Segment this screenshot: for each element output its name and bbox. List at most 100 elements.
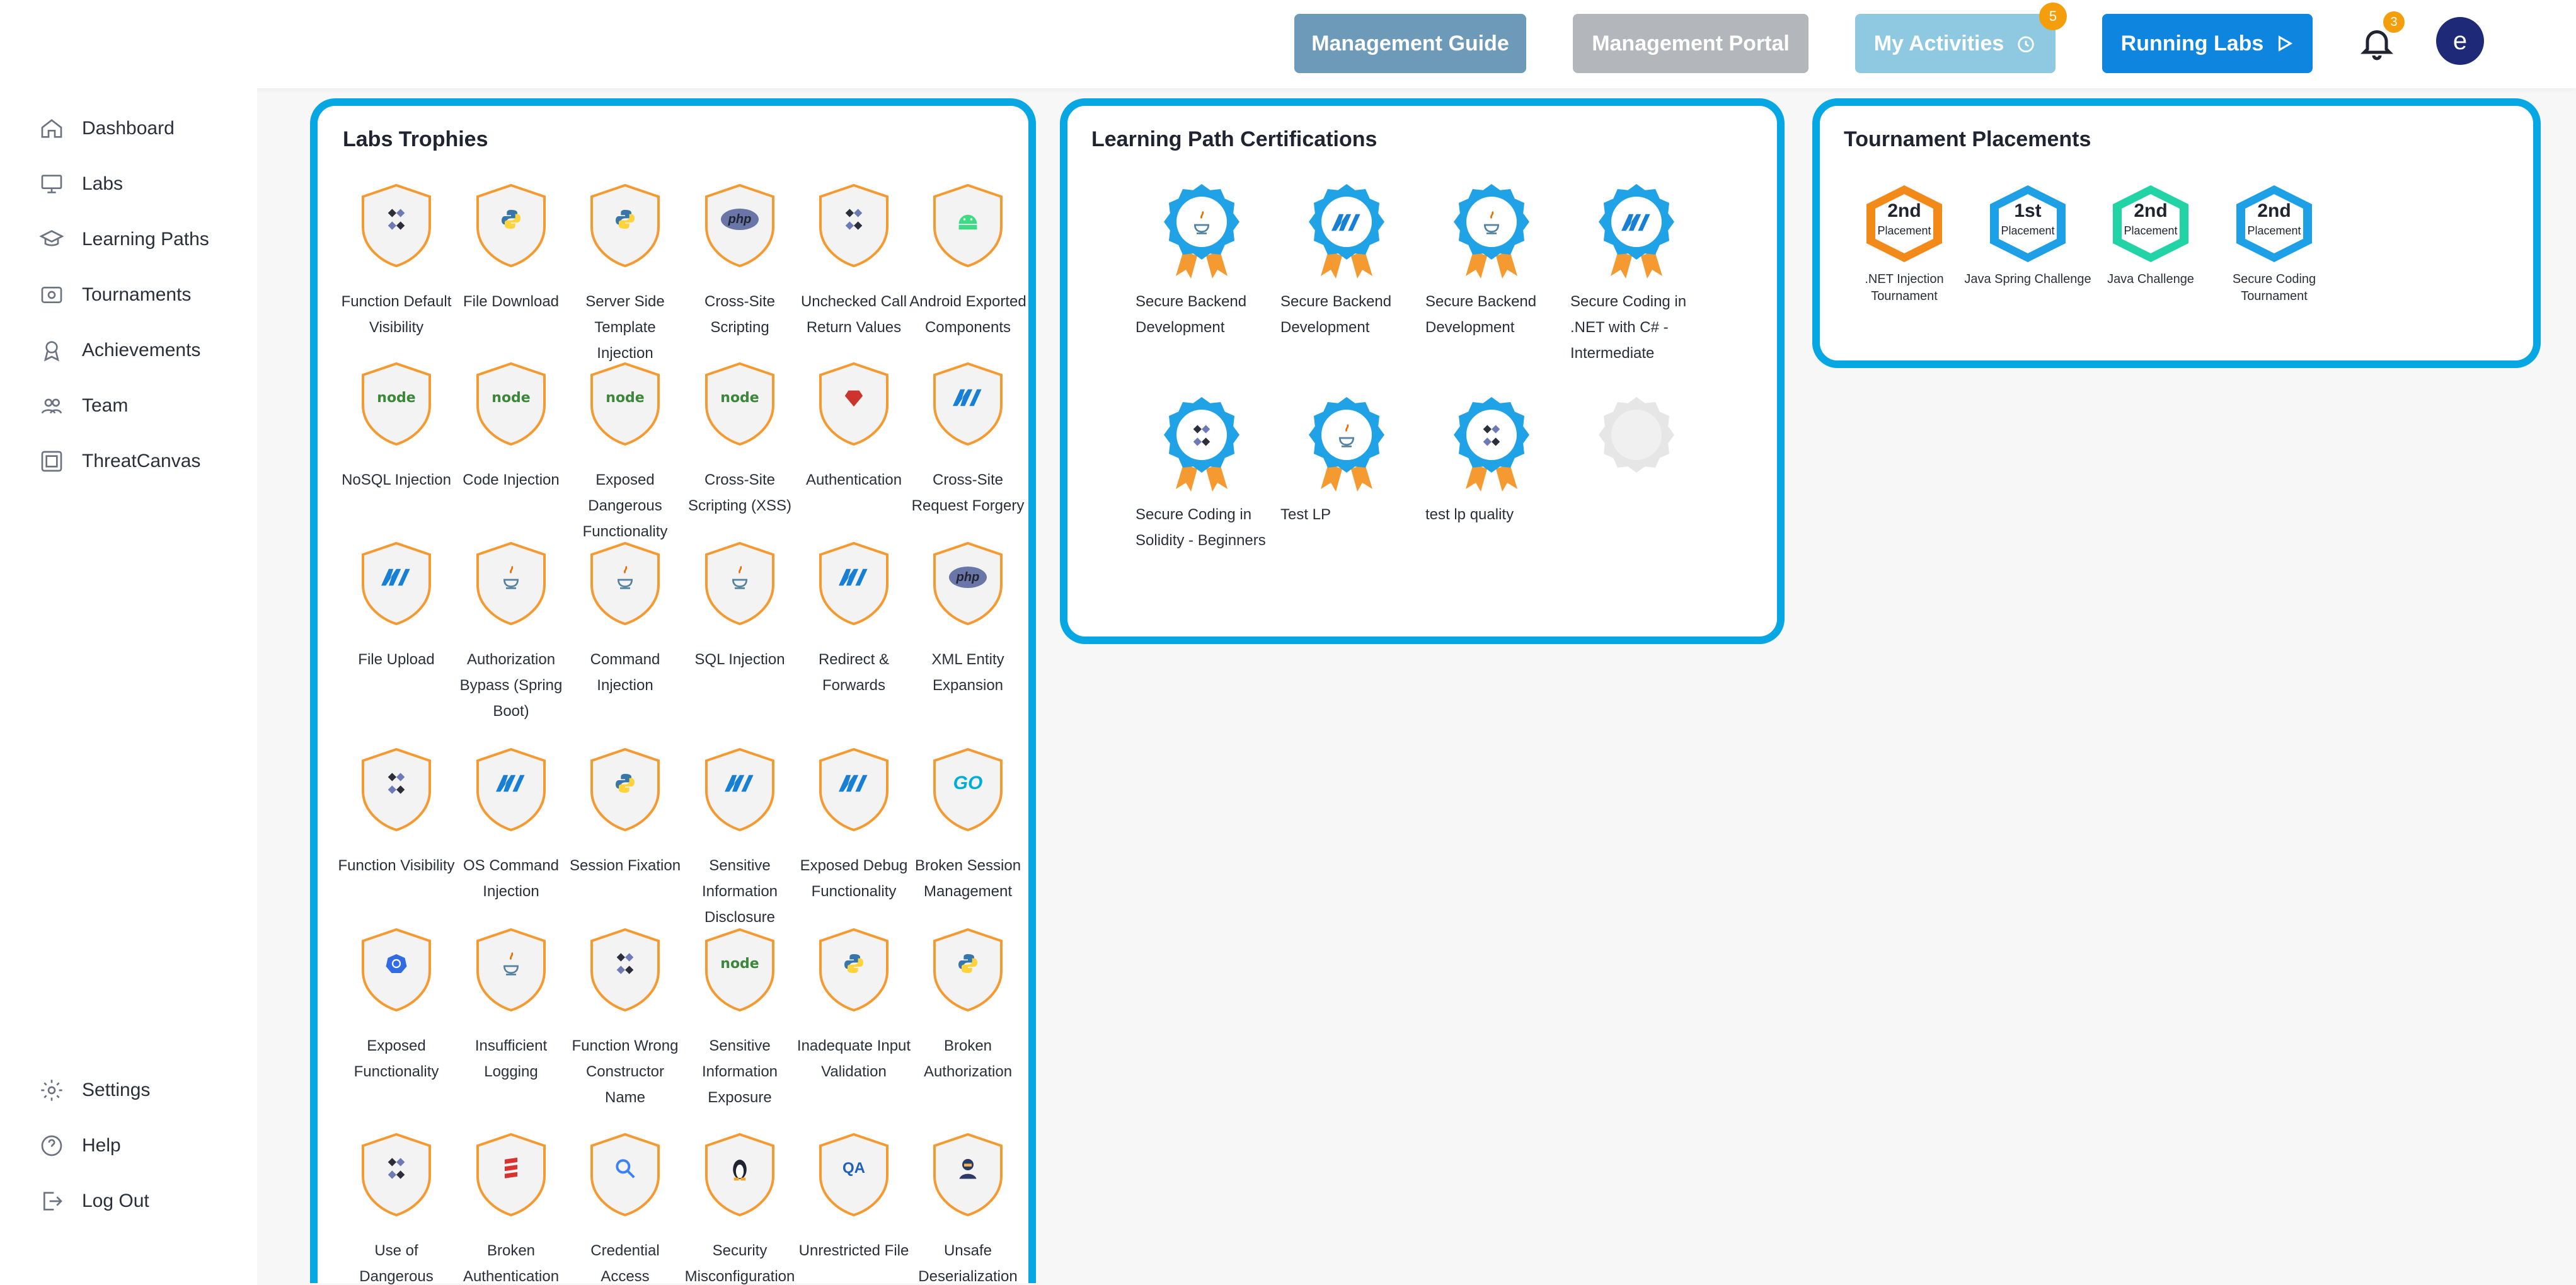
help-icon <box>41 1135 62 1156</box>
python-logo-icon <box>606 769 644 797</box>
trophy-shield-icon <box>588 927 662 1013</box>
tournament-label: .NET Injection Tournament <box>1865 272 1944 303</box>
trophy-label: Code Injection <box>463 471 560 488</box>
placement-rank: 2nd <box>1887 200 1921 221</box>
certification-label: Test LP <box>1280 506 1331 523</box>
logout-icon <box>43 1192 62 1211</box>
management-guide-button[interactable]: Management Guide <box>1294 14 1526 73</box>
management-portal-button[interactable]: Management Portal <box>1573 14 1808 73</box>
placement-rank: 1st <box>2014 200 2042 221</box>
solidity-logo-icon <box>377 1155 415 1182</box>
kubernetes-logo-icon <box>377 950 415 977</box>
sidebar-item-dashboard[interactable]: Dashboard <box>39 110 175 147</box>
trophy-shield-icon <box>817 747 891 833</box>
sidebar-item-settings[interactable]: Settings <box>39 1071 150 1109</box>
trophy-label: Broken Authentication <box>463 1242 560 1285</box>
trophy-label: Function Wrong Constructor Name <box>572 1037 679 1106</box>
solidity-logo-icon <box>1473 420 1510 451</box>
sidebar-item-help[interactable]: Help <box>39 1127 121 1165</box>
learning-paths-panel: Learning Path Certifications Secure Back… <box>1060 98 1785 644</box>
trophy-label: Server Side Template Injection <box>585 293 665 362</box>
scala-logo-icon <box>492 1155 530 1182</box>
node-logo-icon: node <box>377 389 416 406</box>
running-labs-button[interactable]: Running Labs <box>2102 14 2313 73</box>
trophy-shield-icon: node <box>588 361 662 447</box>
placement-rank: 2nd <box>2257 200 2291 221</box>
dotnet-logo-icon <box>377 563 415 591</box>
certification-label: Secure Backend Development <box>1425 293 1537 336</box>
certification-label: Secure Backend Development <box>1280 293 1392 336</box>
trophy-shield-icon <box>359 183 434 268</box>
sidebar-item-achievements[interactable]: Achievements <box>39 331 200 369</box>
trophy-shield-icon <box>359 541 434 626</box>
certification-medal-icon <box>1448 395 1535 493</box>
trophy-label: SQL Injection <box>694 651 785 668</box>
trophy-shield-icon: node <box>703 927 777 1013</box>
php-logo-icon: php <box>721 205 759 233</box>
trophy-label: Unrestricted File <box>798 1242 909 1259</box>
trophy-shield-icon: QA <box>817 1132 891 1218</box>
monitor-icon <box>41 175 62 193</box>
team-icon <box>41 398 62 414</box>
placement-caption: Placement <box>2247 224 2301 237</box>
my-activities-button[interactable]: My Activities <box>1855 14 2056 73</box>
trophy-shield-icon <box>817 361 891 447</box>
certification-medal-icon <box>1593 182 1680 280</box>
java-logo-icon <box>1183 207 1221 238</box>
python-logo-icon <box>606 205 644 233</box>
trophy-shield-icon <box>588 183 662 268</box>
trophy-label: File Upload <box>358 651 435 668</box>
sidebar-item-logout[interactable]: Log Out <box>39 1182 149 1220</box>
placement-caption: Placement <box>2124 224 2178 237</box>
learning-paths-title: Learning Path Certifications <box>1091 127 1377 151</box>
trophy-label: OS Command Injection <box>463 857 560 900</box>
sidebar-item-learning-paths[interactable]: Learning Paths <box>39 221 209 258</box>
trophy-shield-icon <box>474 541 548 626</box>
solidity-logo-icon <box>606 950 644 977</box>
trophy-label: XML Entity Expansion <box>931 651 1004 694</box>
trophy-label: Sensitive Information Disclosure <box>701 857 778 926</box>
trophy-shield-icon <box>931 927 1005 1013</box>
certification-medal-icon <box>1158 182 1245 280</box>
trophy-label: Function Default Visibility <box>341 293 452 336</box>
trophy-shield-icon <box>817 183 891 268</box>
avatar[interactable]: e <box>2436 17 2484 65</box>
node-logo-icon: node <box>606 389 645 406</box>
bell-icon[interactable] <box>2358 24 2396 62</box>
solidity-logo-icon <box>377 205 415 233</box>
award-icon <box>44 341 59 362</box>
trophy-shield-icon: GO <box>931 747 1005 833</box>
trophy-label: Command Injection <box>590 651 660 694</box>
timer-icon <box>2018 36 2035 53</box>
trophy-label: Exposed Functionality <box>354 1037 439 1080</box>
trophy-shield-icon: node <box>703 361 777 447</box>
tournament-label: Java Spring Challenge <box>1964 272 2091 286</box>
certification-label: test lp quality <box>1425 506 1514 523</box>
trophy-label: Use of Dangerous <box>359 1242 434 1285</box>
certification-label: Secure Coding in Solidity - Beginners <box>1136 506 1266 549</box>
hacker-logo-icon <box>949 1155 987 1182</box>
certification-medal-icon <box>1303 395 1390 493</box>
linux-logo-icon <box>721 1155 759 1182</box>
python-logo-icon <box>949 950 987 977</box>
sidebar-item-threatcanvas[interactable]: ThreatCanvas <box>39 442 200 480</box>
trophy-shield-icon <box>359 1132 434 1218</box>
go-logo-icon: GO <box>953 773 983 793</box>
php-logo-icon: php <box>949 563 987 591</box>
python-logo-icon <box>492 205 530 233</box>
sidebar-item-labs[interactable]: Labs <box>39 165 123 203</box>
trophy-label: Broken Authorization <box>923 1037 1013 1080</box>
trophy-label: NoSQL Injection <box>342 471 451 488</box>
dotnet-logo-icon <box>835 563 873 591</box>
sidebar-item-team[interactable]: Team <box>39 387 128 425</box>
java-logo-icon <box>492 950 530 977</box>
trophy-shield-icon <box>817 541 891 626</box>
sidebar-item-tournaments[interactable]: Tournaments <box>39 276 191 314</box>
dotnet-logo-icon <box>1328 207 1366 238</box>
trophy-label: Credential Access <box>590 1242 660 1285</box>
dotnet-logo-icon <box>721 769 759 797</box>
trophy-shield-icon: node <box>359 361 434 447</box>
